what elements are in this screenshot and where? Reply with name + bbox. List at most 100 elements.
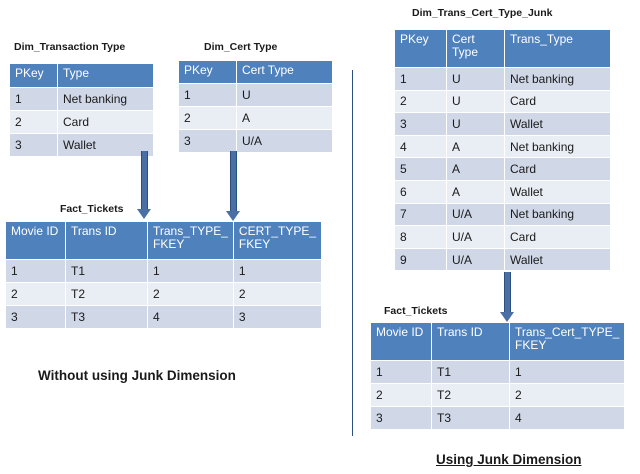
table-cell: 3 bbox=[9, 133, 58, 157]
label-without-junk: Without using Junk Dimension bbox=[38, 368, 236, 383]
column-header: PKey bbox=[9, 63, 58, 88]
column-header: Trans_Cert_TYPE_ FKEY bbox=[508, 322, 626, 361]
table-cell: T1 bbox=[431, 360, 510, 384]
column-header: Trans ID bbox=[431, 322, 510, 361]
table-cell: 4 bbox=[508, 406, 626, 430]
table-cell: 1 bbox=[370, 360, 432, 384]
table-cell: 3 bbox=[394, 112, 447, 136]
caption-dim-transaction-type: Dim_Transaction Type bbox=[14, 41, 126, 53]
table-cell: Card bbox=[57, 110, 154, 134]
table-cell: T3 bbox=[431, 406, 510, 430]
table-cell: A bbox=[446, 134, 505, 159]
table-cell: 3 bbox=[232, 305, 323, 329]
table-cell: Wallet bbox=[504, 112, 611, 136]
table-cell: 6 bbox=[394, 179, 447, 204]
table-cell: U bbox=[446, 112, 505, 136]
label-with-junk: Using Junk Dimension bbox=[436, 452, 582, 467]
table-cell: U bbox=[236, 83, 333, 107]
divider-line bbox=[352, 70, 353, 436]
column-header: Cert Type bbox=[446, 29, 505, 68]
table-cell: 1 bbox=[9, 87, 58, 111]
table-cell: 2 bbox=[178, 106, 237, 130]
caption-fact-right: Fact_Tickets bbox=[384, 305, 448, 317]
table-cell: 1 bbox=[394, 67, 447, 91]
table-cell: 2 bbox=[370, 383, 432, 407]
column-header: Trans_Type bbox=[504, 29, 611, 68]
table-cell: U/A bbox=[236, 129, 333, 153]
table-cell: 2 bbox=[232, 282, 323, 306]
table-cell: U/A bbox=[446, 225, 505, 249]
table-cell: 1 bbox=[178, 83, 237, 107]
table-cell: U bbox=[446, 89, 505, 114]
table-cell: 1 bbox=[147, 259, 234, 283]
table-cell: A bbox=[236, 106, 333, 130]
caption-fact-left: Fact_Tickets bbox=[60, 203, 124, 215]
table-cell: 2 bbox=[394, 89, 447, 114]
table-cell: 3 bbox=[370, 406, 432, 430]
table-cell: A bbox=[446, 179, 505, 204]
table-cell: Wallet bbox=[57, 133, 154, 157]
table-cell: T2 bbox=[65, 282, 148, 306]
column-header: Cert Type bbox=[236, 60, 333, 84]
table-cell: T1 bbox=[65, 259, 148, 283]
column-header: Movie ID bbox=[5, 221, 66, 260]
table-cell: U/A bbox=[446, 202, 505, 227]
table-cell: Net banking bbox=[504, 67, 611, 91]
table-cell: Card bbox=[504, 157, 611, 181]
table-cell: Card bbox=[504, 225, 611, 249]
table-cell: 5 bbox=[394, 157, 447, 181]
column-header: Trans ID bbox=[65, 221, 148, 260]
column-header: Trans_TYPE_ FKEY bbox=[147, 221, 234, 260]
caption-dim-cert-type: Dim_Cert Type bbox=[204, 41, 278, 53]
caption-dim-junk: Dim_Trans_Cert_Type_Junk bbox=[412, 7, 553, 19]
table-cell: A bbox=[446, 157, 505, 181]
table-cell: 1 bbox=[5, 259, 66, 283]
table-cell: Net banking bbox=[504, 202, 611, 227]
table-cell: U bbox=[446, 67, 505, 91]
table-cell: Wallet bbox=[504, 247, 611, 272]
table-cell: 1 bbox=[508, 360, 626, 384]
table-cell: Wallet bbox=[504, 179, 611, 204]
table-cell: 7 bbox=[394, 202, 447, 227]
table-cell: T2 bbox=[431, 383, 510, 407]
table-cell: 2 bbox=[508, 383, 626, 407]
table-cell: 4 bbox=[394, 134, 447, 159]
column-header: PKey bbox=[178, 60, 237, 84]
table-cell: 2 bbox=[147, 282, 234, 306]
table-cell: T3 bbox=[65, 305, 148, 329]
table-cell: 8 bbox=[394, 225, 447, 249]
table-cell: U/A bbox=[446, 247, 505, 272]
column-header: Movie ID bbox=[370, 322, 432, 361]
table-cell: 9 bbox=[394, 247, 447, 272]
table-cell: Card bbox=[504, 89, 611, 114]
